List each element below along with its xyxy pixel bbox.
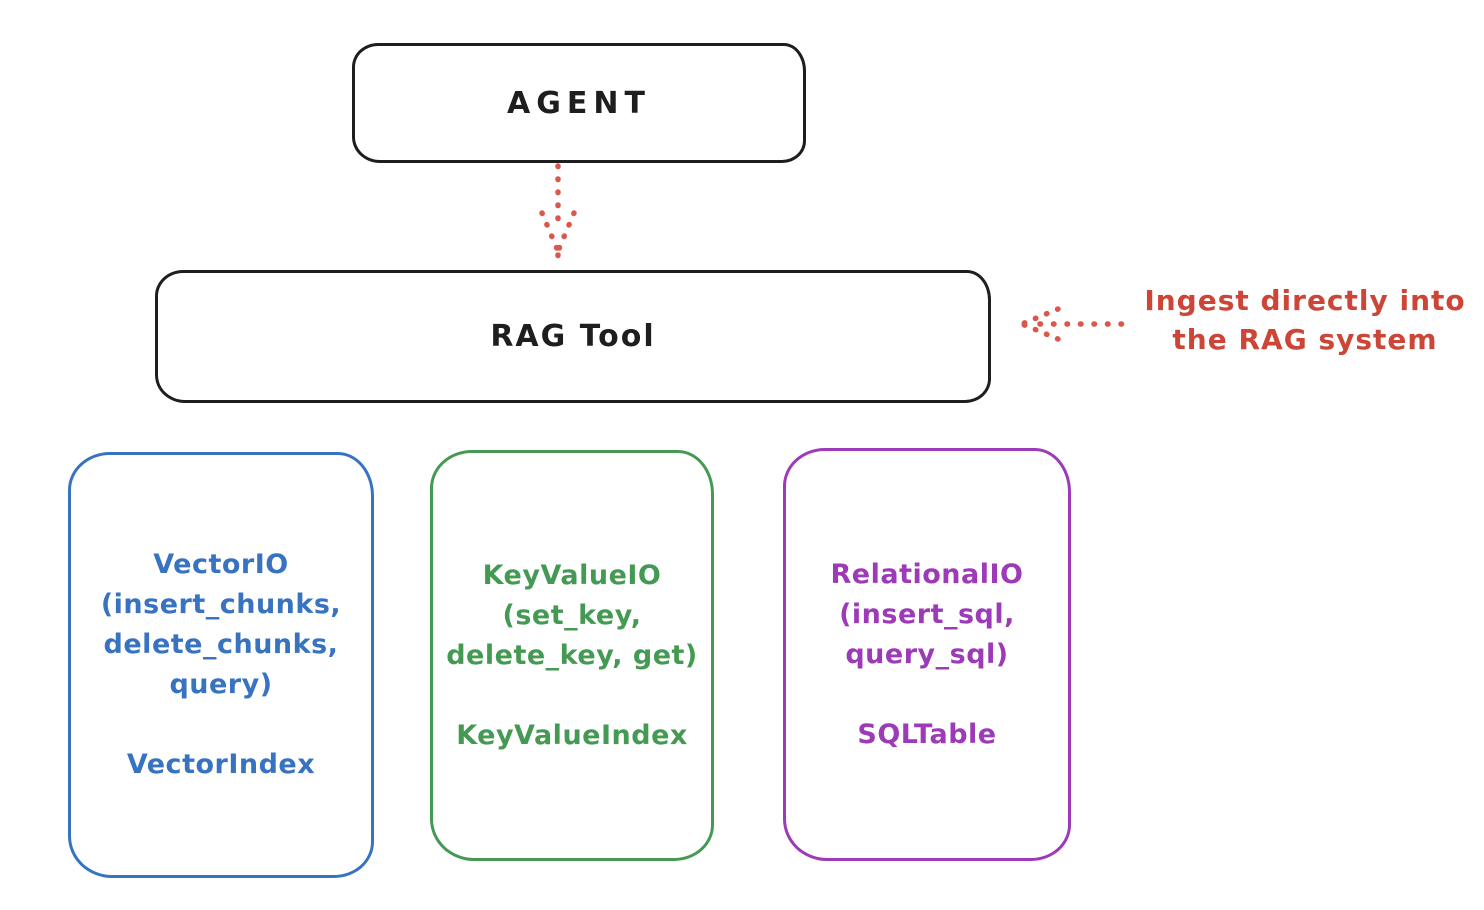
backend-card-relationalio: RelationalIO (insert_sql, query_sql) SQL…: [783, 448, 1071, 861]
annotation-to-rag-arrow: [1019, 306, 1135, 342]
backend-card-body: VectorIO (insert_chunks, delete_chunks, …: [100, 549, 342, 700]
backend-card-keyvalueio: KeyValueIO (set_key, delete_key, get) Ke…: [430, 450, 714, 861]
backend-card-body: RelationalIO (insert_sql, query_sql): [830, 558, 1024, 670]
backend-card-vectorio: VectorIO (insert_chunks, delete_chunks, …: [68, 452, 374, 878]
backend-card-index: VectorIndex: [126, 749, 316, 780]
backend-card-body: KeyValueIO (set_key, delete_key, get): [446, 559, 698, 671]
agent-to-rag-arrow: [539, 163, 577, 259]
annotation-text: Ingest directly into the RAG system: [1144, 284, 1466, 356]
agent-node-label: AGENT: [507, 85, 651, 121]
rag-tool-node: RAG Tool: [155, 270, 991, 403]
rag-tool-node-label: RAG Tool: [490, 319, 656, 354]
backend-card-index: KeyValueIndex: [456, 719, 688, 751]
backend-card-index: SQLTable: [857, 718, 997, 750]
agent-node: AGENT: [352, 43, 806, 163]
